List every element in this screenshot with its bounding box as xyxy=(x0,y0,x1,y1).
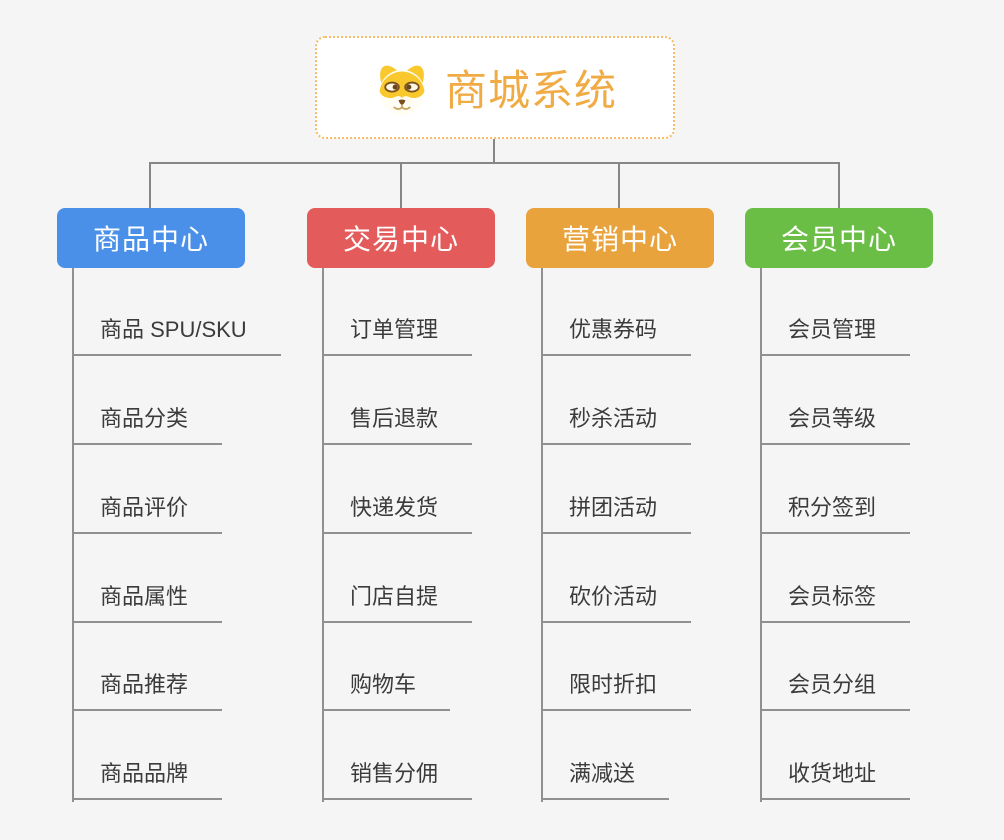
child-label: 销售分佣 xyxy=(322,756,473,801)
child-label: 秒杀活动 xyxy=(541,401,692,445)
child-label: 售后退款 xyxy=(322,401,473,445)
connector-line xyxy=(72,268,74,802)
connector-line xyxy=(400,163,402,208)
child-label: 优惠券码 xyxy=(541,312,692,356)
child-label: 会员等级 xyxy=(760,401,911,445)
child-label: 商品推荐 xyxy=(72,667,223,712)
child-label: 购物车 xyxy=(322,667,451,712)
connector-line xyxy=(760,268,762,802)
connector-line xyxy=(493,139,495,163)
child-label: 商品 SPU/SKU xyxy=(72,312,281,356)
connector-line xyxy=(838,163,840,208)
dog-face-icon xyxy=(379,65,425,115)
child-label: 门店自提 xyxy=(322,579,473,623)
child-label: 拼团活动 xyxy=(541,490,692,534)
child-label: 满减送 xyxy=(541,756,670,801)
branch-label: 交易中心 xyxy=(342,224,459,255)
child-label: 会员管理 xyxy=(760,312,911,356)
child-label: 限时折扣 xyxy=(541,667,692,712)
child-label: 会员分组 xyxy=(760,667,911,712)
branch-node-trade[interactable]: 交易中心 xyxy=(307,208,495,268)
branch-node-marketing[interactable]: 营销中心 xyxy=(526,208,714,268)
child-label: 商品分类 xyxy=(72,401,223,445)
root-node[interactable]: 商城系统 xyxy=(315,36,675,139)
child-label: 积分签到 xyxy=(760,490,911,534)
child-label: 订单管理 xyxy=(322,312,473,356)
connector-line xyxy=(541,268,543,802)
root-title: 商城系统 xyxy=(444,67,617,114)
branch-label: 营销中心 xyxy=(561,224,678,255)
connector-line xyxy=(149,163,151,208)
branch-node-product[interactable]: 商品中心 xyxy=(57,208,245,268)
child-label: 商品属性 xyxy=(72,579,223,623)
child-label: 快递发货 xyxy=(322,490,473,534)
child-label: 商品评价 xyxy=(72,490,223,534)
connector-line xyxy=(618,163,620,208)
branch-label: 商品中心 xyxy=(92,224,209,255)
connector-line xyxy=(149,162,840,164)
child-label: 会员标签 xyxy=(760,579,911,623)
child-label: 砍价活动 xyxy=(541,579,692,623)
branch-node-member[interactable]: 会员中心 xyxy=(745,208,933,268)
child-label: 收货地址 xyxy=(760,756,911,801)
child-label: 商品品牌 xyxy=(72,756,223,801)
connector-line xyxy=(322,268,324,802)
branch-label: 会员中心 xyxy=(780,224,897,255)
